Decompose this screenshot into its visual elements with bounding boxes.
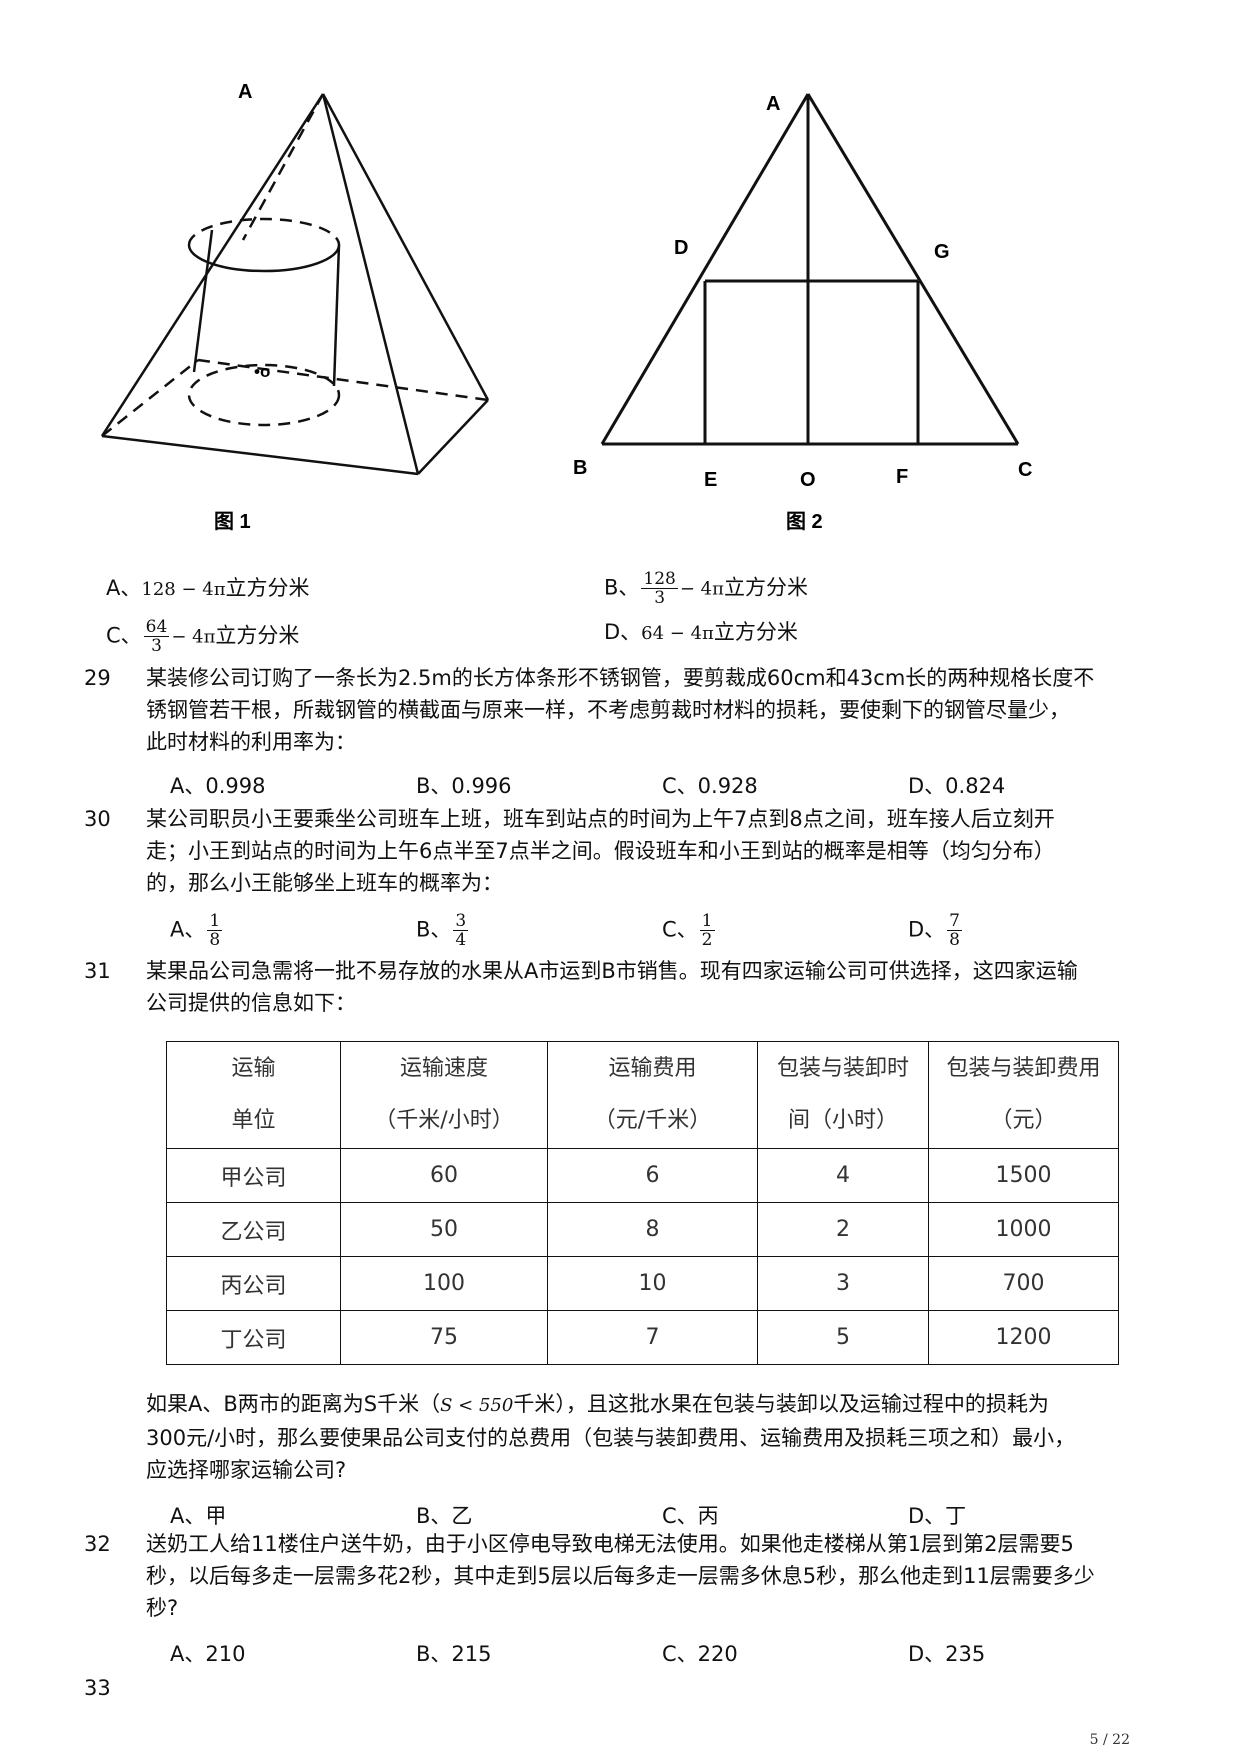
table-cell: 甲公司 — [166, 1148, 341, 1203]
label-o: •o — [254, 362, 270, 381]
q30-number: 30 — [84, 807, 111, 831]
label-e: E — [704, 469, 717, 491]
label-o: O — [800, 469, 816, 491]
cylinder-side — [192, 229, 214, 373]
transport-company-table: 运输单位 运输速度（千米/小时） 运输费用（元/千米） 包装与装卸时间（小时） … — [166, 1041, 1119, 1365]
cylinder-bottom — [187, 363, 341, 427]
table-cell: 1200 — [928, 1310, 1119, 1365]
table-cell: 8 — [547, 1202, 758, 1257]
label-a: A — [238, 81, 252, 103]
pyramid-edge — [321, 93, 490, 401]
table-cell: 丁公司 — [166, 1310, 341, 1365]
label-g: G — [934, 241, 950, 263]
pyramid-hidden-base-edge — [101, 359, 199, 437]
table-cell: 1000 — [928, 1202, 1119, 1257]
table-header-cell: 运输速度（千米/小时） — [340, 1041, 548, 1149]
table-cell: 100 — [340, 1256, 548, 1311]
q31-text: 某果品公司急需将一批不易存放的水果从A市运到B市销售。现有四家运输公司可供选择，… — [146, 959, 1078, 1015]
pyramid-edge — [321, 93, 420, 475]
table-cell: 50 — [340, 1202, 548, 1257]
table-header-cell: 运输单位 — [166, 1041, 341, 1149]
q28-option-d[interactable]: D、64 − 4π立方分米 — [604, 620, 798, 644]
table-cell: 4 — [757, 1148, 929, 1203]
table-row: 丙公司 100 10 3 700 — [166, 1256, 1119, 1311]
label-b: B — [573, 457, 587, 479]
q32-option-a[interactable]: A、210 — [170, 1642, 246, 1666]
q31-option-d[interactable]: D、丁 — [908, 1504, 967, 1528]
q29-option-b[interactable]: B、0.996 — [416, 774, 512, 798]
q31-option-b[interactable]: B、乙 — [416, 1504, 473, 1528]
table-row: 乙公司 50 8 2 1000 — [166, 1202, 1119, 1257]
cylinder-top-back — [187, 217, 341, 246]
q29-option-d[interactable]: D、0.824 — [908, 774, 1006, 798]
table-cell: 75 — [340, 1310, 548, 1365]
table-cell: 6 — [547, 1148, 758, 1203]
q32-text: 送奶工人给11楼住户送牛奶，由于小区停电导致电梯无法使用。如果他走楼梯从第1层到… — [146, 1532, 1095, 1620]
table-cell: 丙公司 — [166, 1256, 341, 1311]
cylinder-side — [332, 244, 341, 387]
q31-option-c[interactable]: C、丙 — [662, 1504, 719, 1528]
table-cell: 5 — [757, 1310, 929, 1365]
label-c: C — [1018, 459, 1032, 481]
q29-text: 某装修公司订购了一条长为2.5m的长方体条形不锈钢管，要剪裁成60cm和43cm… — [146, 666, 1095, 754]
pyramid-base-edge — [101, 434, 419, 476]
cylinder-top-front — [187, 244, 341, 273]
q29-option-c[interactable]: C、0.928 — [662, 774, 758, 798]
q32-option-b[interactable]: B、215 — [416, 1642, 492, 1666]
figure-1-caption: 图 1 — [214, 510, 251, 533]
q31-option-a[interactable]: A、甲 — [170, 1504, 227, 1528]
pyramid-base-edge — [417, 399, 489, 475]
table-header-row: 运输单位 运输速度（千米/小时） 运输费用（元/千米） 包装与装卸时间（小时） … — [166, 1041, 1119, 1149]
q29-option-a[interactable]: A、0.998 — [170, 774, 266, 798]
q32-option-d[interactable]: D、235 — [908, 1642, 986, 1666]
table-header-cell: 运输费用（元/千米） — [547, 1041, 758, 1149]
table-row: 甲公司 60 6 4 1500 — [166, 1148, 1119, 1203]
q33-number: 33 — [84, 1676, 111, 1700]
table-cell: 2 — [757, 1202, 929, 1257]
figure-2-caption: 图 2 — [786, 510, 823, 533]
table-header-cell: 包装与装卸费用（元） — [928, 1041, 1119, 1149]
table-cell: 700 — [928, 1256, 1119, 1311]
label-a: A — [766, 93, 780, 115]
table-cell: 1500 — [928, 1148, 1119, 1203]
page-number: 5 / 22 — [1089, 1732, 1130, 1748]
table-cell: 10 — [547, 1256, 758, 1311]
table-row: 丁公司 75 7 5 1200 — [166, 1310, 1119, 1365]
pyramid-hidden-base-edge — [197, 358, 489, 402]
q31-condition-text: 如果A、B两市的距离为S千米（S < 550千米），且这批水果在包装与装卸以及运… — [146, 1392, 1076, 1482]
table-header-cell: 包装与装卸时间（小时） — [757, 1041, 929, 1149]
figure-2-triangle-rectangle: A D G B E O F C 图 2 — [573, 93, 1032, 533]
q32-number: 32 — [84, 1532, 111, 1556]
q32-option-c[interactable]: C、220 — [662, 1642, 738, 1666]
q28-option-a[interactable]: A、128 − 4π立方分米 — [106, 576, 310, 600]
table-cell: 7 — [547, 1310, 758, 1365]
q29-number: 29 — [84, 666, 111, 690]
figure-1-pyramid-cylinder: A •o 图 1 — [100, 81, 490, 533]
pyramid-hidden-edge — [241, 93, 325, 241]
q30-text: 某公司职员小王要乘坐公司班车上班，班车到站点的时间为上午7点到8点之间，班车接人… — [146, 807, 1055, 895]
triangle-side-ab — [600, 93, 810, 445]
table-cell: 60 — [340, 1148, 548, 1203]
triangle-side-ac — [806, 93, 1020, 445]
label-d: D — [674, 237, 688, 259]
table-cell: 3 — [757, 1256, 929, 1311]
q31-number: 31 — [84, 959, 111, 983]
label-f: F — [896, 466, 908, 488]
table-cell: 乙公司 — [166, 1202, 341, 1257]
